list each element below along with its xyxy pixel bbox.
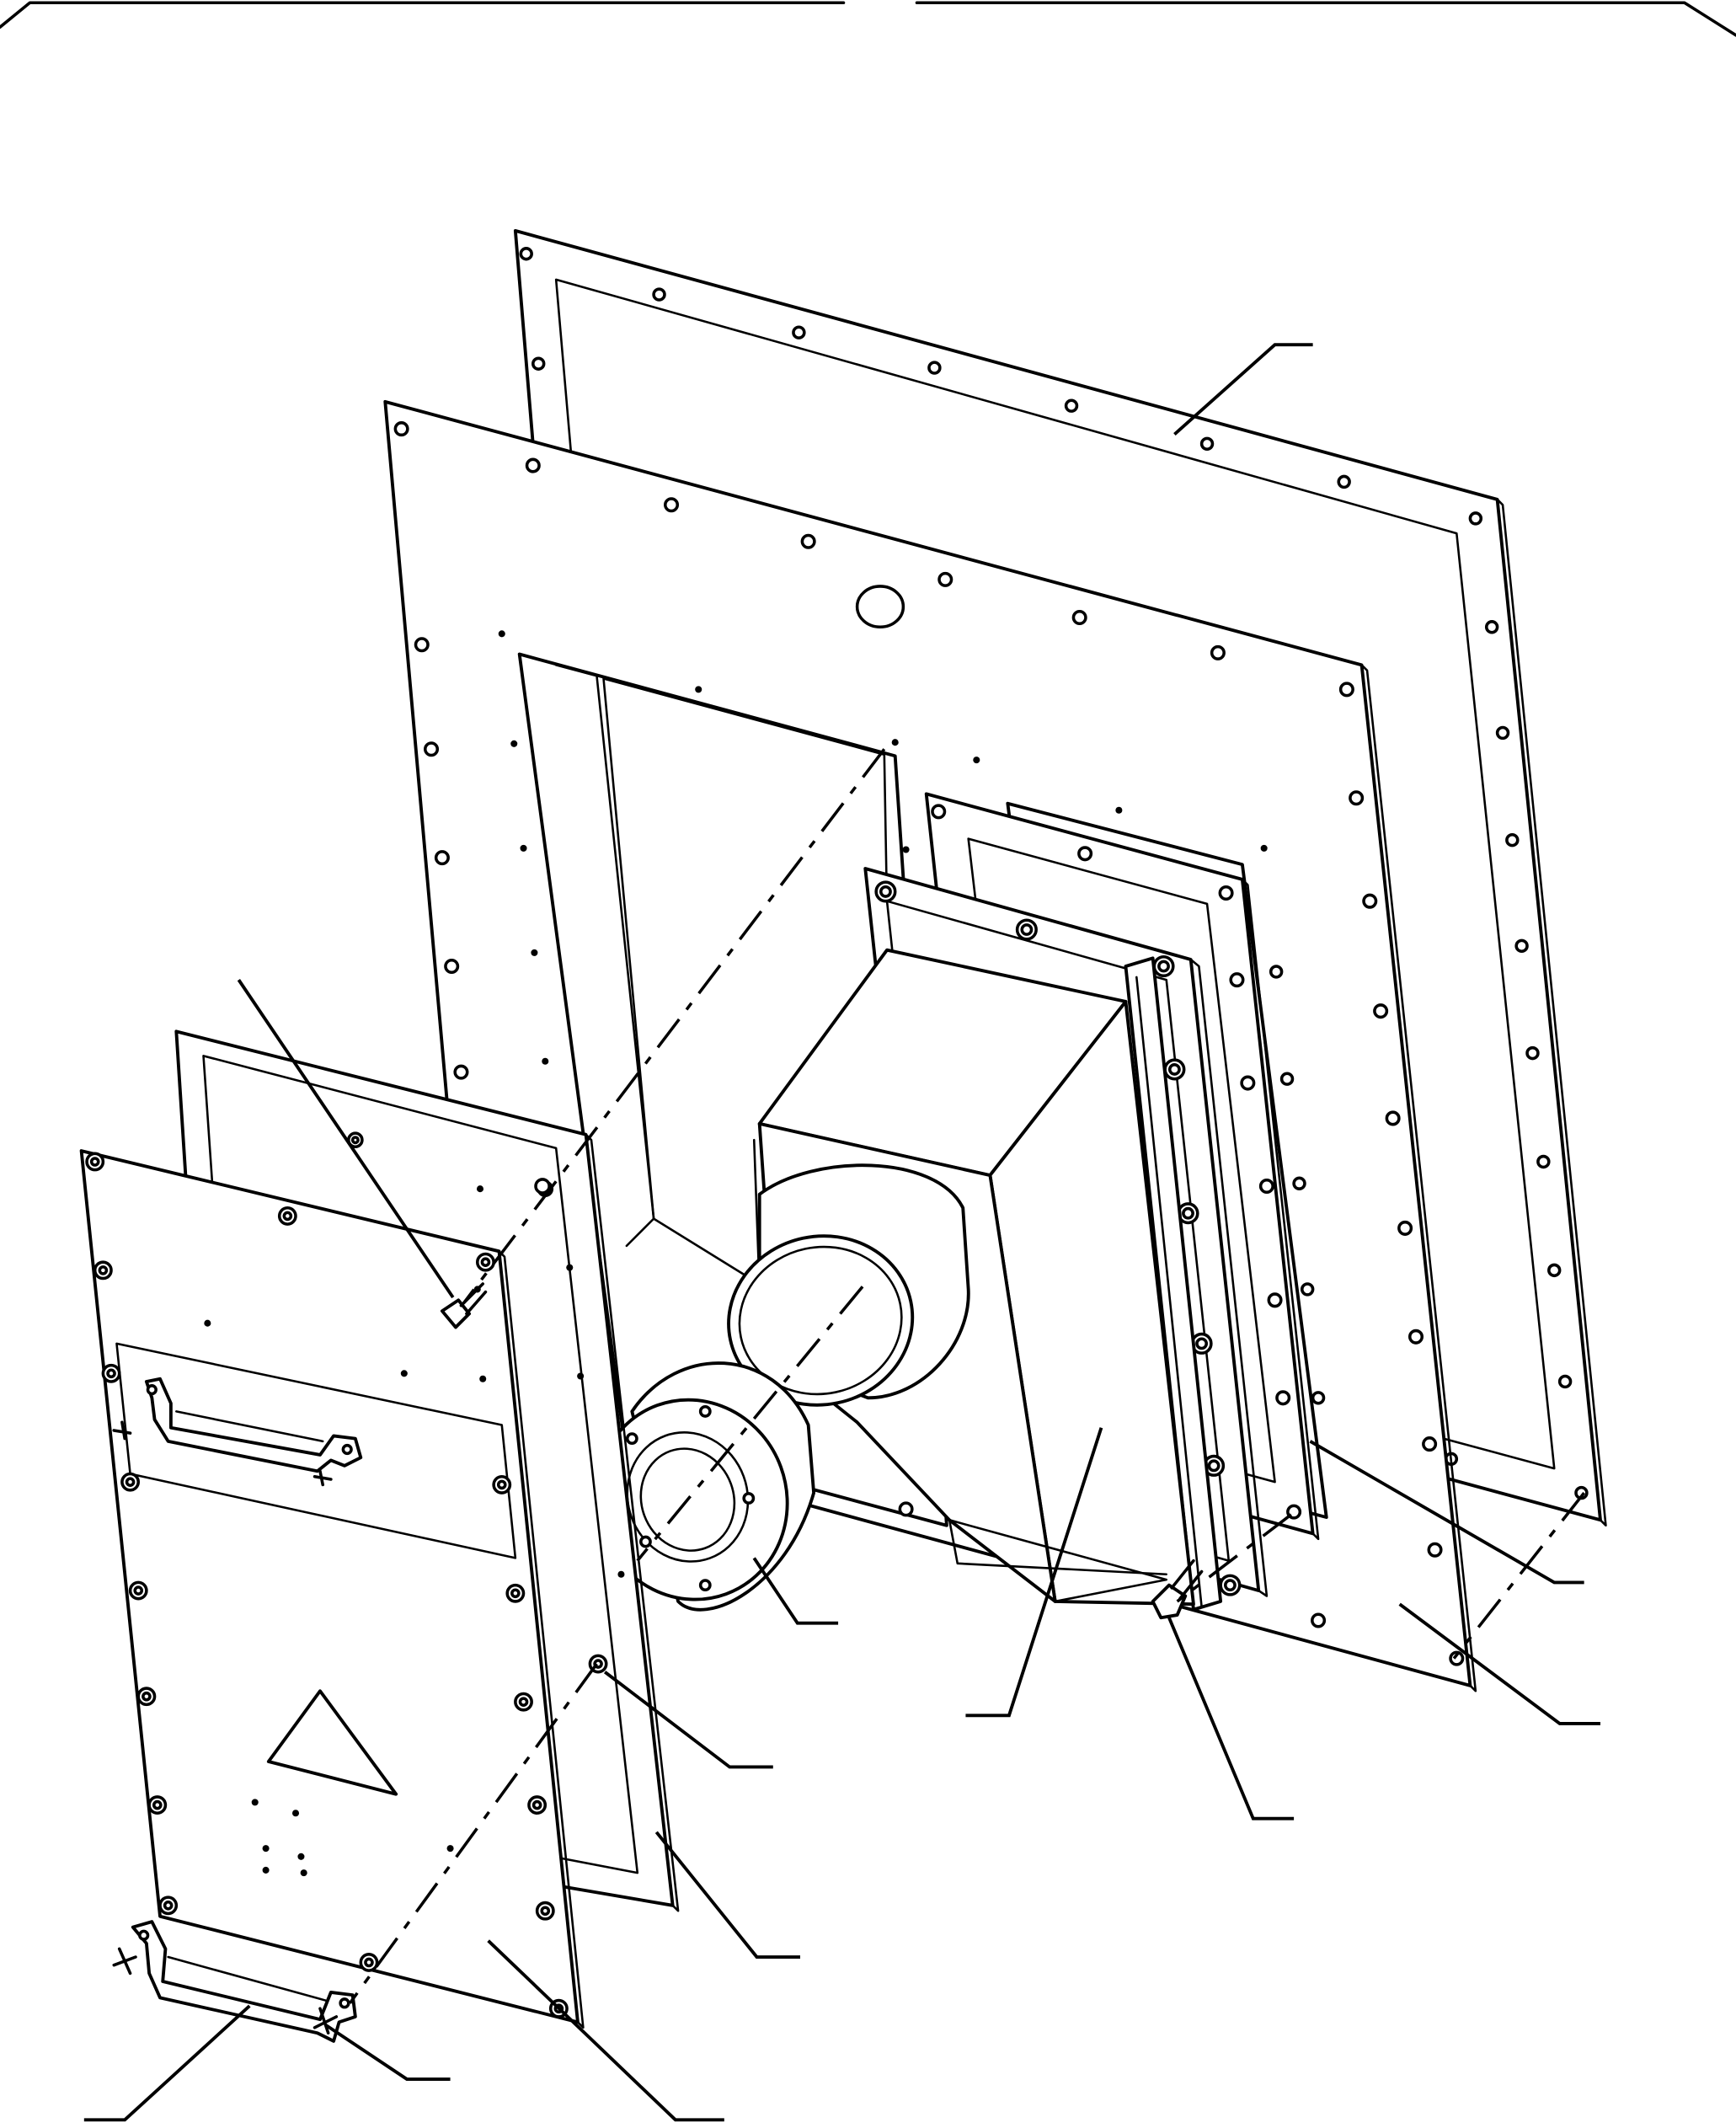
assembly-centerlines — [348, 748, 1586, 2004]
hex-bolt-upper — [440, 1282, 488, 1329]
leader-flange-gasket — [1309, 1440, 1584, 1585]
duct-flange-bolts — [874, 880, 1242, 1596]
leader-transition-duct — [965, 1427, 1103, 1718]
leader-mid-nut — [603, 1671, 773, 1769]
leader-front-gasket — [654, 1831, 800, 1959]
mounting-plate-bolt-holes — [393, 421, 1465, 1666]
warning-triangle — [266, 1689, 398, 1796]
duct-collar — [727, 1163, 970, 1407]
leader-cover-plate — [487, 1939, 724, 2122]
carry-handle-upper — [112, 1377, 363, 1487]
leader-outer-flange — [752, 1557, 839, 1625]
hex-nut-cover-top — [534, 1178, 551, 1195]
outer-flange-ring-holes — [625, 1404, 756, 1592]
outer-flange-ring — [594, 1361, 816, 1612]
leader-flange-bolt — [1167, 1617, 1295, 1821]
leader-mounting-plate — [1398, 1602, 1600, 1725]
cable-port-hole — [855, 585, 905, 629]
transition-duct — [727, 867, 1269, 1612]
leader-upper-bolt — [237, 979, 455, 1299]
leader-handle — [83, 2004, 251, 2122]
leader-handle-bolt — [324, 2023, 451, 2081]
callout-leaders — [83, 343, 1600, 2122]
leader-rear-gasket — [1173, 343, 1313, 436]
mounting-plate-small-holes — [498, 630, 1326, 1405]
hex-bolt-lower-right — [1151, 1559, 1204, 1620]
top-border — [0, 1, 1736, 37]
flange-gasket-bolt-holes — [931, 804, 1302, 1520]
hex-bolts — [440, 1178, 1204, 1674]
rear-gasket-bolt-holes — [519, 247, 1589, 1500]
